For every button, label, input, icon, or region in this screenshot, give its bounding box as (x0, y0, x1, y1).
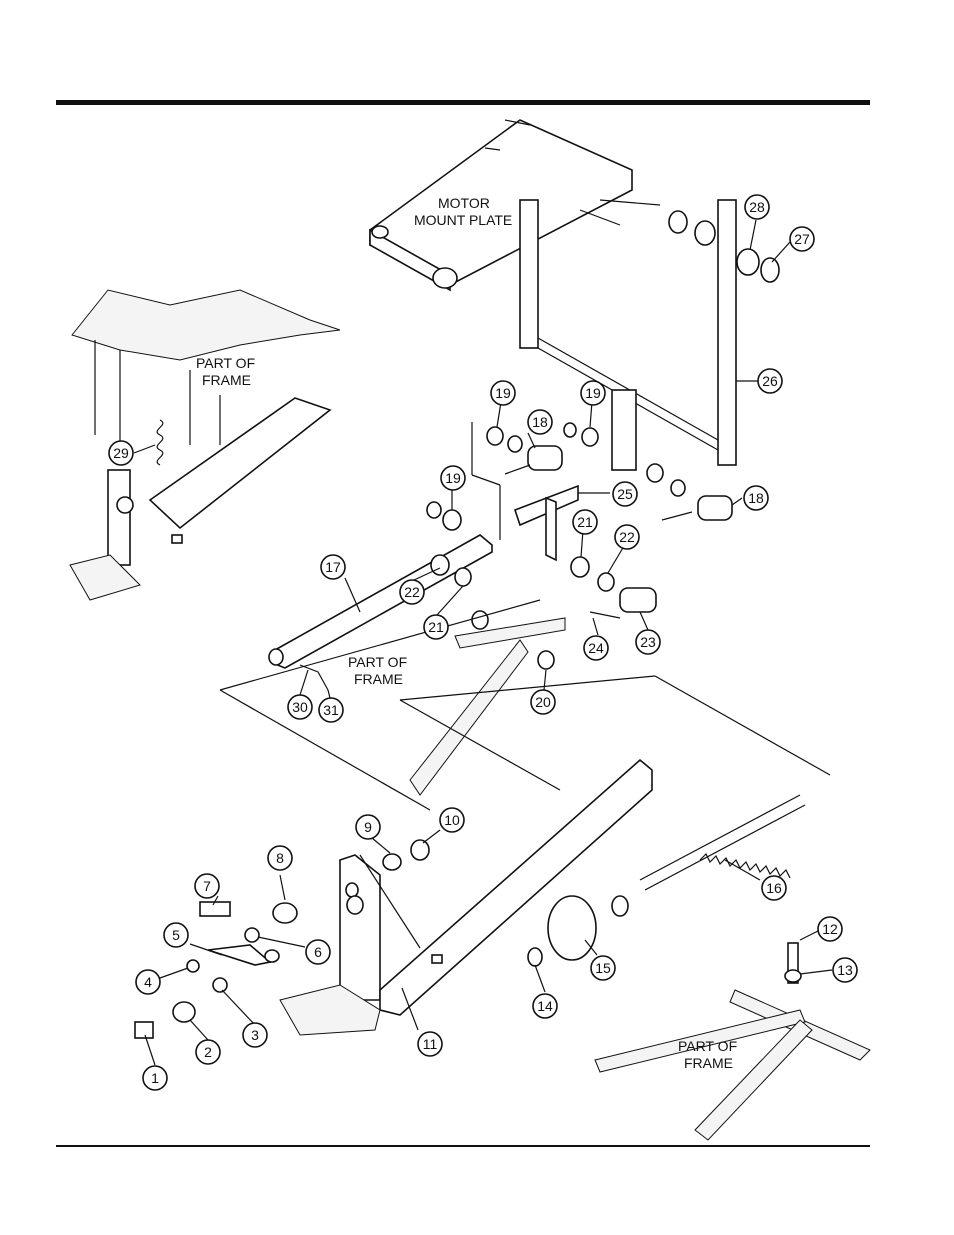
callout-15: 15 (591, 956, 615, 980)
svg-text:23: 23 (640, 634, 656, 650)
callout-12: 12 (818, 917, 842, 941)
svg-text:4: 4 (144, 974, 152, 990)
svg-text:3: 3 (251, 1027, 259, 1043)
callout-19-b: 19 (581, 381, 605, 405)
callout-17: 17 (321, 555, 345, 579)
svg-text:21: 21 (428, 619, 444, 635)
svg-text:25: 25 (617, 486, 633, 502)
callout-3: 3 (243, 1023, 267, 1047)
callout-10: 10 (440, 808, 464, 832)
callout-20: 20 (531, 690, 555, 714)
motor-mount-label-line2: MOUNT PLATE (414, 212, 512, 228)
callout-6: 6 (306, 940, 330, 964)
callout-18-lower: 18 (744, 486, 768, 510)
svg-text:18: 18 (748, 490, 764, 506)
svg-text:20: 20 (535, 694, 551, 710)
svg-text:19: 19 (445, 470, 461, 486)
callout-11: 11 (418, 1032, 442, 1056)
svg-text:21: 21 (577, 514, 593, 530)
frame-label-mid-line1: PART OF (348, 654, 407, 670)
callout-18-upper: 18 (528, 410, 552, 434)
svg-text:31: 31 (323, 702, 339, 718)
callout-2: 2 (196, 1040, 220, 1064)
frame-label-top-line2: FRAME (202, 372, 251, 388)
frame-label-bottom-line2: FRAME (684, 1055, 733, 1071)
callout-22-a: 22 (400, 580, 424, 604)
callout-29: 29 (109, 441, 133, 465)
svg-text:5: 5 (172, 927, 180, 943)
callout-22-b: 22 (615, 525, 639, 549)
callout-27: 27 (790, 227, 814, 251)
svg-text:1: 1 (151, 1070, 159, 1086)
svg-text:28: 28 (749, 199, 765, 215)
svg-text:19: 19 (495, 385, 511, 401)
svg-text:24: 24 (588, 640, 604, 656)
svg-text:15: 15 (595, 960, 611, 976)
callout-23: 23 (636, 630, 660, 654)
svg-text:19: 19 (585, 385, 601, 401)
svg-text:26: 26 (762, 373, 778, 389)
callout-9: 9 (356, 815, 380, 839)
callout-21-b: 21 (573, 510, 597, 534)
svg-text:16: 16 (766, 880, 782, 896)
callout-26: 26 (758, 369, 782, 393)
callout-7: 7 (195, 874, 219, 898)
svg-text:10: 10 (444, 812, 460, 828)
callout-13: 13 (833, 958, 857, 982)
frame-label-mid-line2: FRAME (354, 671, 403, 687)
frame-spring-inset (70, 290, 340, 600)
frame-label-top-line1: PART OF (196, 355, 255, 371)
svg-text:12: 12 (822, 921, 838, 937)
callout-1: 1 (143, 1066, 167, 1090)
svg-text:22: 22 (619, 529, 635, 545)
spring-rod (528, 795, 805, 966)
svg-text:2: 2 (204, 1044, 212, 1060)
motor-mount-plate (370, 120, 736, 470)
callout-25: 25 (613, 482, 637, 506)
svg-text:18: 18 (532, 414, 548, 430)
svg-text:27: 27 (794, 231, 810, 247)
callout-8: 8 (268, 846, 292, 870)
frame-label-bottom-line1: PART OF (678, 1038, 737, 1054)
callout-28: 28 (745, 195, 769, 219)
callout-4: 4 (136, 970, 160, 994)
svg-text:11: 11 (423, 1036, 438, 1052)
svg-text:13: 13 (837, 962, 853, 978)
svg-text:22: 22 (404, 584, 420, 600)
svg-text:29: 29 (113, 445, 129, 461)
callout-31: 31 (319, 698, 343, 722)
callout-5: 5 (164, 923, 188, 947)
svg-text:9: 9 (364, 819, 372, 835)
callout-16: 16 (762, 876, 786, 900)
callout-14: 14 (533, 994, 557, 1018)
callout-24: 24 (584, 636, 608, 660)
svg-text:7: 7 (203, 878, 211, 894)
callout-30: 30 (288, 695, 312, 719)
motor-mount-label-line1: MOTOR (438, 195, 490, 211)
svg-text:30: 30 (292, 699, 308, 715)
svg-text:17: 17 (325, 559, 341, 575)
callout-21-a: 21 (424, 615, 448, 639)
svg-text:8: 8 (276, 850, 284, 866)
svg-text:6: 6 (314, 944, 322, 960)
svg-text:14: 14 (537, 998, 553, 1014)
callout-19-a: 19 (491, 381, 515, 405)
callout-19-c: 19 (441, 466, 465, 490)
